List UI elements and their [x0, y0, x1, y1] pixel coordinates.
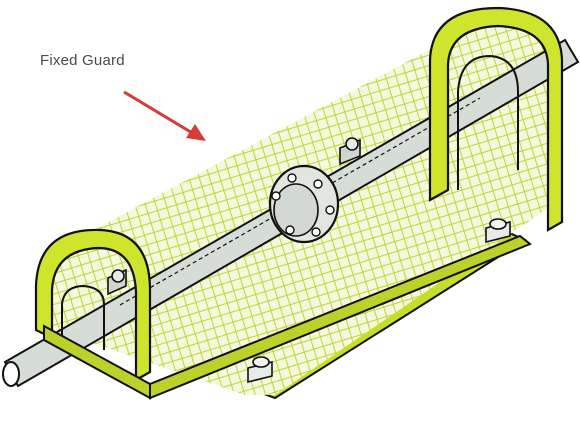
callout-arrow-icon: [123, 90, 206, 141]
mounting-bolt-icon: [247, 356, 273, 384]
mounting-bolt-icon: [485, 218, 511, 244]
guard-frame-rear-hoop: [428, 6, 564, 232]
callout-label: Fixed Guard: [40, 52, 125, 69]
mounting-bolt-icon: [107, 268, 127, 296]
coupling-flange-icon: [268, 164, 340, 244]
guard-frame-front-hoop: [34, 228, 152, 382]
mounting-bolt-icon: [339, 137, 361, 166]
